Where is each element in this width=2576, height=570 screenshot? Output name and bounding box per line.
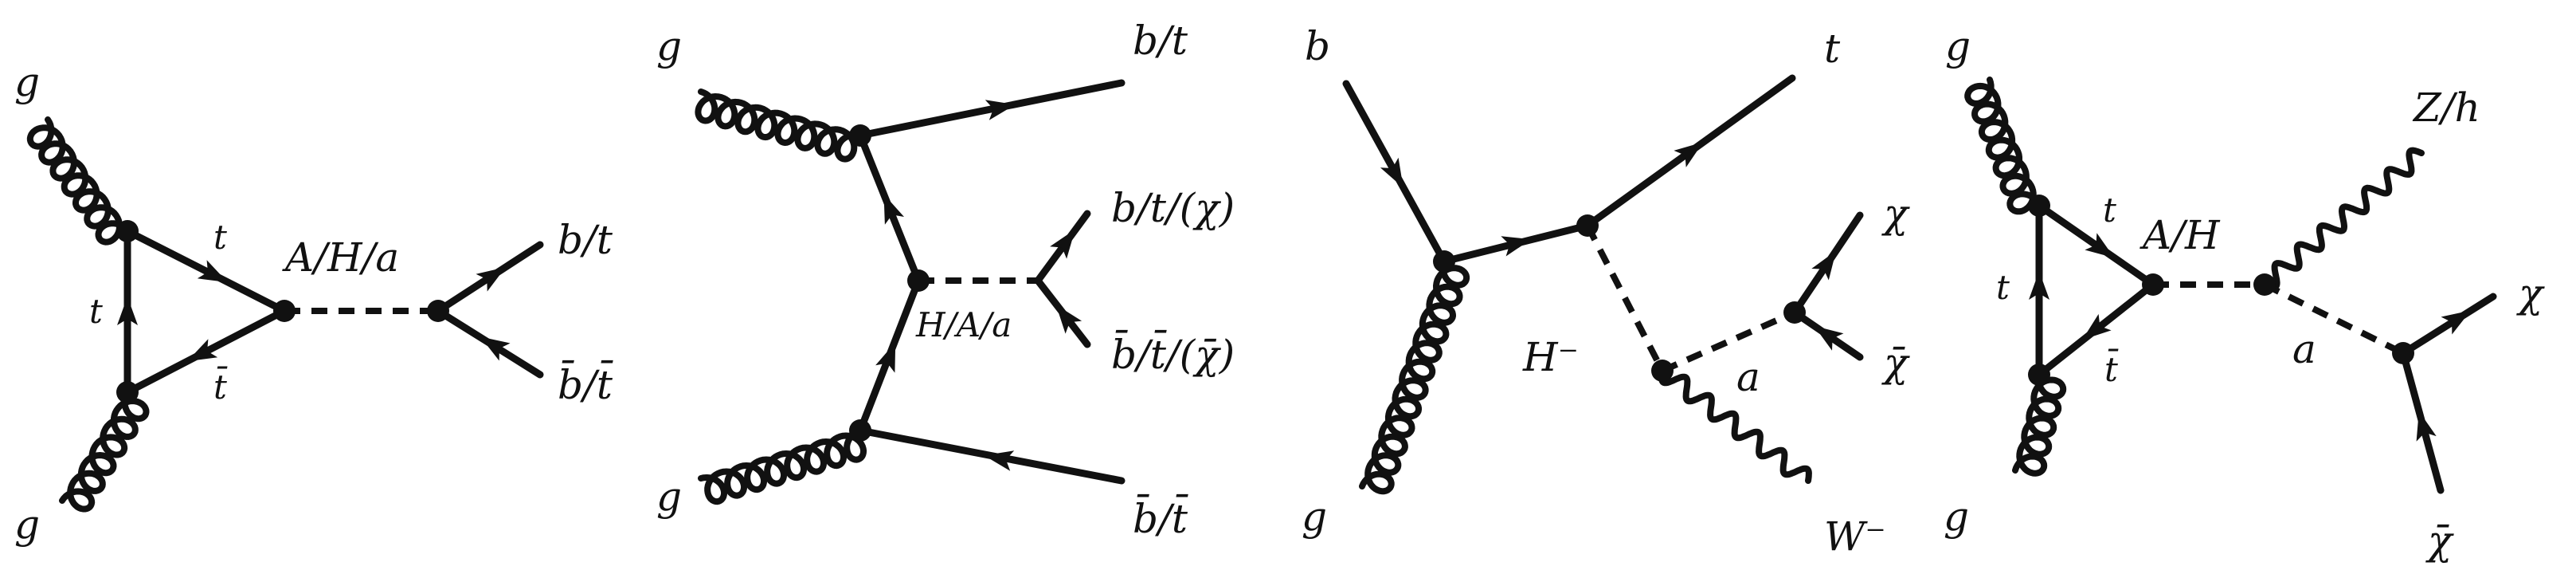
- vertex: [427, 300, 449, 322]
- arrow-loop-left: [117, 297, 138, 325]
- label-g-top: g: [1945, 23, 1971, 69]
- top-quark-loop-upper: [123, 227, 288, 315]
- arrow-dm-bottom: [1055, 305, 1082, 334]
- label-pseudoscalar: a: [1736, 354, 1760, 400]
- label-chibar: χ̄: [1881, 340, 1910, 386]
- arrow-tchannel-upper: [883, 194, 904, 225]
- arrow-loop-upper: [197, 260, 228, 283]
- arrow-b-prop: [1501, 236, 1532, 257]
- zh-boson-line: [2261, 147, 2425, 291]
- w-boson-line: [1658, 368, 1812, 484]
- label-mediator: A/H/a: [282, 234, 399, 281]
- pseudoscalar-propagator: [1661, 309, 1796, 374]
- vertex: [849, 419, 871, 442]
- label-b-in: b: [1305, 23, 1330, 69]
- label-g-in: g: [1302, 493, 1327, 540]
- label-g-bottom: g: [656, 474, 682, 520]
- arrow-loop-lower: [187, 339, 218, 362]
- label-out-bottom: b̄/t̄: [1133, 493, 1188, 542]
- arrow-bottom-line: [984, 450, 1015, 471]
- arrow-loop-upper: [2085, 233, 2115, 258]
- feynman-diagram-4: g g t t t̄ A/H Z/h a χ χ̄: [1944, 23, 2545, 564]
- label-tbar-lower: t̄: [2104, 348, 2119, 389]
- vertex: [273, 300, 296, 322]
- label-g-bottom: g: [14, 501, 40, 548]
- arrow-dm-top: [1050, 229, 1075, 259]
- arrow-chi: [2441, 310, 2471, 335]
- arrow-tchannel-lower: [875, 342, 896, 373]
- label-t-left: t: [1996, 268, 2010, 307]
- label-w-boson: W⁻: [1824, 513, 1886, 560]
- label-pseudoscalar: a: [2292, 326, 2316, 372]
- vertex: [1433, 250, 1455, 273]
- arrow-out-bottom: [480, 336, 511, 361]
- label-t-upper: t: [2103, 191, 2116, 230]
- arrow-loop-left: [2029, 271, 2049, 300]
- vertex: [2028, 195, 2050, 217]
- gluon-bottom: [698, 427, 867, 505]
- label-chibar: χ̄: [2425, 517, 2454, 564]
- vertex: [1576, 214, 1599, 237]
- label-zh: Z/h: [2412, 85, 2480, 131]
- arrow-top-out: [1674, 142, 1704, 167]
- feynman-diagram-1: g g t t t̄ A/H/a b/t b̄/t̄: [14, 59, 613, 548]
- arrow-loop-lower: [2082, 313, 2112, 340]
- vertex: [2142, 273, 2164, 296]
- label-mediator: H/A/a: [915, 305, 1012, 344]
- label-chi: χ: [1881, 191, 1910, 237]
- gluon-top: [26, 116, 131, 246]
- vertex: [1651, 360, 1674, 382]
- vertex: [849, 124, 871, 147]
- label-t-upper: t: [213, 218, 227, 257]
- gluon-bottom: [59, 389, 150, 513]
- gluon-top: [1964, 77, 2042, 215]
- vertex: [2253, 273, 2276, 296]
- feynman-diagram-3: b g t H⁻ a χ χ̄ W⁻: [1302, 23, 1910, 560]
- label-mediator: A/H: [2139, 212, 2221, 258]
- chi-out: [2399, 293, 2497, 357]
- vertex: [2392, 342, 2414, 364]
- feynman-diagram-2: g g b/t b̄/t̄ H/A/a b/t/(χ) b̄/t̄/(χ̄): [656, 18, 1235, 542]
- pseudoscalar-propagator: [2263, 281, 2405, 356]
- gluon-bottom: [2012, 371, 2067, 477]
- label-t-left: t: [89, 292, 103, 331]
- arrow-b-in: [1380, 157, 1403, 188]
- vertex: [2028, 364, 2050, 386]
- vertex: [907, 269, 930, 292]
- arrow-chibar: [2416, 411, 2437, 442]
- vertex: [1783, 301, 1806, 324]
- arrow-chi: [1811, 250, 1837, 281]
- label-out-bottom: b̄/t̄: [558, 360, 613, 408]
- arrow-chibar: [1814, 325, 1844, 351]
- label-g-top: g: [14, 59, 40, 105]
- label-dm-top: b/t/(χ): [1111, 185, 1235, 231]
- label-out-top: b/t: [1133, 18, 1188, 64]
- arrow-top-line: [985, 100, 1016, 120]
- top-outgoing-line: [856, 79, 1126, 140]
- label-charged-higgs: H⁻: [1522, 334, 1579, 380]
- gluon-incoming: [1359, 258, 1470, 495]
- label-g-top: g: [656, 23, 682, 69]
- label-t-out: t: [1824, 26, 1841, 72]
- label-g-bottom: g: [1944, 493, 1969, 540]
- arrow-out-top: [476, 267, 506, 292]
- label-tbar-lower: t̄: [213, 365, 228, 407]
- gluon-top: [695, 88, 863, 163]
- label-dm-bottom: b̄/t̄/(χ̄): [1111, 329, 1235, 378]
- label-out-top: b/t: [558, 217, 613, 263]
- label-chi: χ: [2516, 270, 2545, 316]
- vertex: [116, 381, 139, 403]
- charged-higgs-propagator: [1584, 224, 1666, 372]
- vertex: [116, 220, 139, 242]
